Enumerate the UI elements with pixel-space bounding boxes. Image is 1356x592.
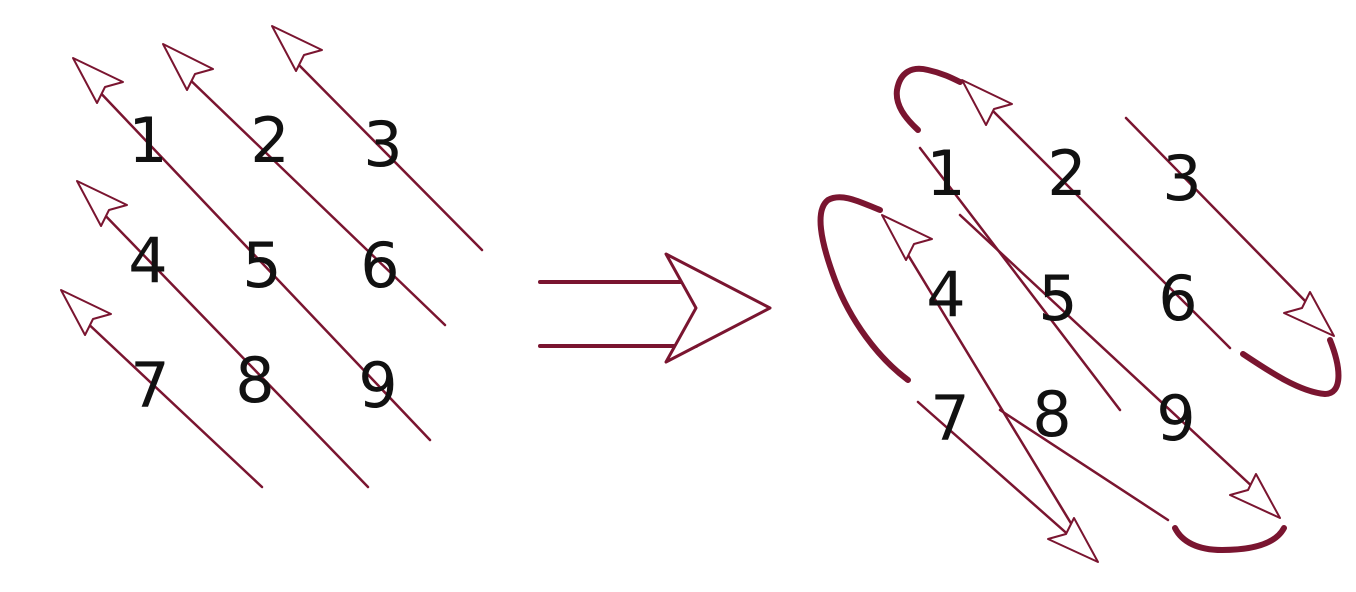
right-digit-2: 2	[1047, 137, 1086, 210]
left-digit-1: 1	[128, 104, 167, 177]
left-diagonal-arrow-1	[271, 25, 484, 252]
left-diagonal-arrow-3	[72, 57, 432, 442]
left-digit-9: 9	[358, 349, 397, 422]
turn-curve-top-right	[1240, 337, 1342, 397]
right-diagonal-arrow-1	[918, 79, 1232, 412]
left-digit-8: 8	[235, 344, 274, 417]
right-diagonal-arrow-2	[1124, 116, 1335, 337]
right-grid-digits: 1 2 3 4 5 6 7 8 9	[926, 137, 1201, 455]
left-grid-diagonal-arrows	[60, 25, 484, 489]
left-grid: 1 2 3 4 5 6 7 8 9	[60, 25, 484, 489]
turn-curve-top-left	[893, 65, 963, 133]
right-digit-9: 9	[1156, 382, 1195, 455]
right-digit-7: 7	[930, 382, 969, 455]
left-diagonal-arrow-4	[76, 180, 370, 489]
left-digit-6: 6	[360, 229, 399, 302]
right-digit-6: 6	[1158, 262, 1197, 335]
turn-curve-bottom-right	[1172, 525, 1287, 553]
right-digit-1: 1	[926, 137, 965, 210]
right-diagonal-arrow-5	[916, 400, 1099, 563]
right-digit-8: 8	[1032, 378, 1071, 451]
right-diagonal-arrow-4	[881, 214, 1074, 527]
right-digit-4: 4	[926, 258, 965, 331]
left-diagonal-arrow-2	[162, 43, 447, 327]
left-digit-5: 5	[242, 229, 281, 302]
left-digit-3: 3	[363, 108, 402, 181]
left-digit-4: 4	[128, 224, 167, 297]
right-grid-diagonal-arrows	[881, 79, 1335, 563]
double-arrow-right-icon	[538, 252, 772, 364]
right-digit-5: 5	[1038, 262, 1077, 335]
left-grid-digits: 1 2 3 4 5 6 7 8 9	[128, 104, 402, 422]
right-grid-turn-curves	[817, 65, 1342, 553]
right-diagonal-arrow-3	[958, 213, 1281, 522]
left-diagonal-arrow-5	[60, 289, 264, 489]
right-grid: 1 2 3 4 5 6 7 8 9	[817, 65, 1342, 563]
turn-curve-middle-left	[817, 194, 911, 383]
left-digit-7: 7	[130, 349, 169, 422]
left-digit-2: 2	[250, 104, 289, 177]
right-digit-3: 3	[1162, 142, 1201, 215]
